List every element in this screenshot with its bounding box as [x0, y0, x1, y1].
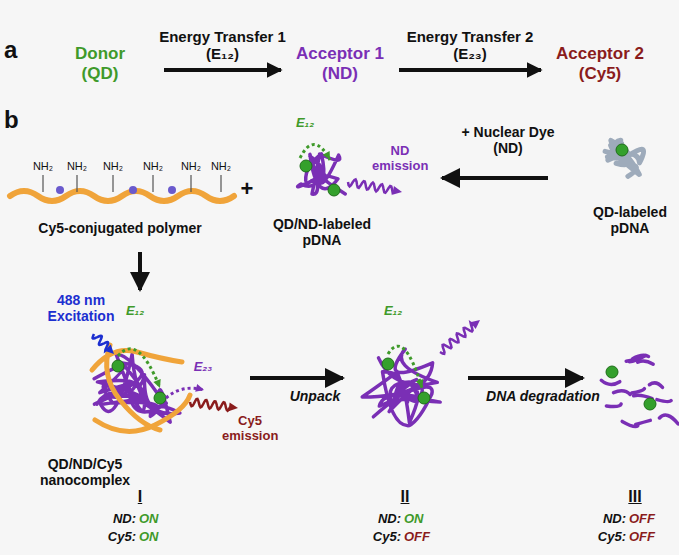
figure-label: ND: [586, 512, 626, 527]
figure-label: ND: [361, 512, 401, 527]
quantum-dot [154, 392, 166, 404]
figure-label: Cy5: [586, 530, 626, 545]
figure-label: NH₂ [62, 160, 92, 173]
figure-label: NH₂ [138, 160, 168, 173]
figure-label: + [236, 176, 258, 201]
energy-transfer-arrow [399, 68, 541, 72]
figure-label: OFF [629, 512, 669, 527]
figure-label: OFF [629, 530, 669, 545]
dna-fragment [601, 380, 620, 384]
figure-label: Cy5: [96, 530, 136, 545]
figure-label: E₂₃ [186, 360, 220, 375]
edge-label: Energy Transfer 2 (E₂₃) [405, 28, 535, 63]
figure-label: I [125, 488, 155, 506]
flow-node: Acceptor 2 (Cy5) [545, 42, 655, 86]
dna-fragment [636, 420, 651, 424]
excitation-wave [93, 334, 109, 351]
figure-label: III [615, 488, 655, 506]
cy5-dots [56, 186, 176, 194]
emission-wave [348, 179, 394, 192]
dna-fragment [622, 421, 638, 426]
figure-label: ND: [96, 512, 136, 527]
figure-label: 488 nm Excitation [40, 292, 122, 324]
quantum-dot [382, 358, 394, 370]
dna-fragment [638, 361, 654, 364]
dna-fragment [657, 400, 671, 402]
figure-label: QD/ND/Cy5 nanocomplex [30, 456, 140, 488]
figure-label: a [4, 36, 28, 64]
figure-label: Cy5: [361, 530, 401, 545]
figure-label: + Nuclear Dye (ND) [448, 124, 568, 156]
edge-label: Energy Transfer 1 (E₁₂) [158, 28, 288, 63]
figure-label: ON [139, 512, 179, 527]
arrow-head [416, 379, 423, 388]
figure-label: Cy5 emission [222, 414, 278, 444]
energy-transfer-arrow [164, 68, 281, 72]
arrow-head [153, 379, 160, 388]
quantum-dot [644, 398, 656, 410]
arrow-head [392, 186, 402, 195]
plasmid-coil [362, 349, 440, 426]
polymer-chain [92, 345, 190, 431]
quantum-dot [300, 160, 312, 172]
fret-arc [118, 349, 160, 388]
dna-fragment [632, 389, 645, 393]
figure-label: NH₂ [206, 160, 236, 173]
dna-fragment [614, 391, 631, 395]
node-label: Acceptor 2 (Cy5) [550, 44, 650, 83]
polymer-chain [10, 191, 234, 201]
arrow-head [323, 151, 330, 160]
flow-node: Acceptor 1 (ND) [285, 42, 395, 86]
quantum-dot [606, 366, 618, 378]
arrow-head [105, 345, 114, 354]
figure-label: Cy5-conjugated polymer [15, 220, 225, 236]
dna-fragment [660, 415, 679, 424]
figure-label: ON [404, 512, 444, 527]
quantum-dot [112, 360, 124, 372]
node-label: Acceptor 1 (ND) [290, 44, 390, 83]
emission-wave [440, 323, 474, 354]
quantum-dot [328, 184, 340, 196]
figure-label: NH₂ [28, 160, 58, 173]
quantum-dot [418, 392, 430, 404]
figure-label: ON [139, 530, 179, 545]
figure-label: E₁₂ [118, 304, 152, 319]
figure-label: Unpack [275, 388, 355, 404]
figure-label: E₁₂ [288, 116, 322, 131]
fret-arc [300, 144, 330, 160]
arrow-head [470, 320, 480, 329]
figure-label: b [4, 106, 28, 134]
figure-label: QD/ND-labeled pDNA [262, 216, 382, 248]
figure-label: NH₂ [176, 160, 206, 173]
arrow-head [229, 403, 238, 412]
figure-label: OFF [404, 530, 444, 545]
arrow-head [195, 384, 204, 392]
figure-label: II [390, 488, 420, 506]
figure-label: DNA degradation [478, 388, 608, 404]
dna-fragment [649, 383, 662, 387]
figure-label: E₁₂ [376, 304, 410, 319]
figure-label: NH₂ [98, 160, 128, 173]
dna-fragment [606, 404, 621, 407]
emission-wave [190, 399, 230, 411]
figure-label: ND emission [372, 144, 428, 174]
process-arrows [140, 178, 583, 378]
quantum-dot [616, 144, 628, 156]
figure-label: QD-labeled pDNA [585, 204, 675, 236]
node-label: Donor (QD) [65, 44, 135, 83]
flow-node: Donor (QD) [40, 42, 160, 86]
plasmid-coil [605, 140, 644, 176]
